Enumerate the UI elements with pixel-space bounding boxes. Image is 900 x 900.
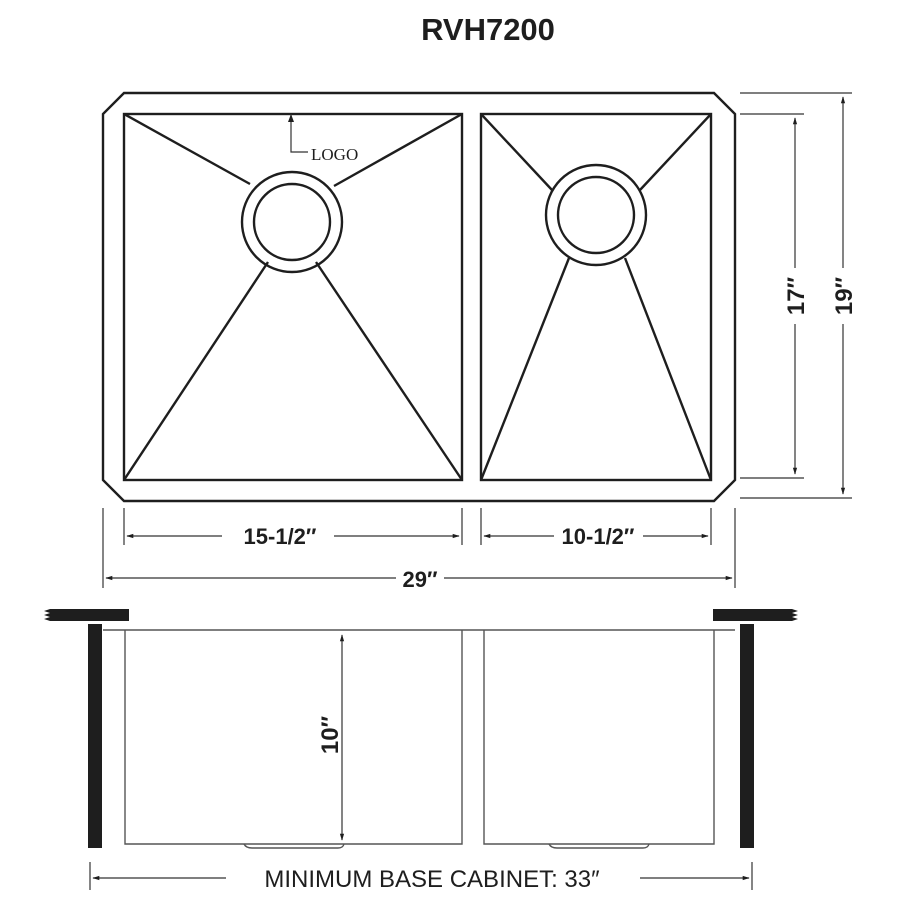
- left-drain-flange: [240, 170, 344, 274]
- side-view: 10″ MINIMUM BASE CABINET: 33″: [44, 609, 798, 893]
- cabinet-wall-left: [88, 624, 102, 848]
- logo-callout-line: [290, 114, 308, 153]
- right-bowl-width-label: 10-1/2″: [562, 524, 635, 549]
- left-drain-icon: [252, 182, 332, 262]
- dim-left-bowl-width: 15-1/2″: [123, 508, 463, 549]
- right-drain-flange: [544, 163, 648, 267]
- dim-right-bowl-width: 10-1/2″: [480, 508, 712, 549]
- countertop-left: [44, 609, 129, 621]
- countertop-right: [713, 609, 798, 621]
- dim-overall-length: 19″: [740, 92, 858, 499]
- logo-label: LOGO: [311, 145, 358, 164]
- min-cabinet-label: MINIMUM BASE CABINET: 33″: [264, 866, 600, 893]
- left-bowl-width-label: 15-1/2″: [244, 524, 317, 549]
- left-bowl-profile: [124, 630, 463, 845]
- bowl-length-label: 17″: [783, 276, 810, 315]
- model-title: RVH7200: [421, 12, 555, 47]
- right-bowl: [479, 112, 713, 482]
- left-drain-profile: [243, 843, 345, 849]
- sink-rim-outline: [101, 91, 737, 503]
- bowl-depth-label: 10″: [317, 715, 344, 754]
- right-drain-icon: [556, 175, 636, 255]
- top-view: LOGO 15-1/2″ 10-1/2″: [101, 91, 858, 592]
- cabinet-wall-right: [740, 624, 754, 848]
- overall-width-label: 29″: [402, 567, 437, 592]
- dim-overall-width: 29″: [102, 508, 736, 592]
- left-bowl: LOGO: [122, 112, 464, 482]
- dim-min-cabinet: MINIMUM BASE CABINET: 33″: [89, 862, 753, 893]
- right-bowl-profile: [483, 630, 715, 845]
- right-drain-profile: [548, 843, 650, 849]
- dim-bowl-length: 17″: [740, 113, 810, 479]
- dim-bowl-depth: 10″: [317, 634, 345, 841]
- overall-length-label: 19″: [831, 276, 858, 315]
